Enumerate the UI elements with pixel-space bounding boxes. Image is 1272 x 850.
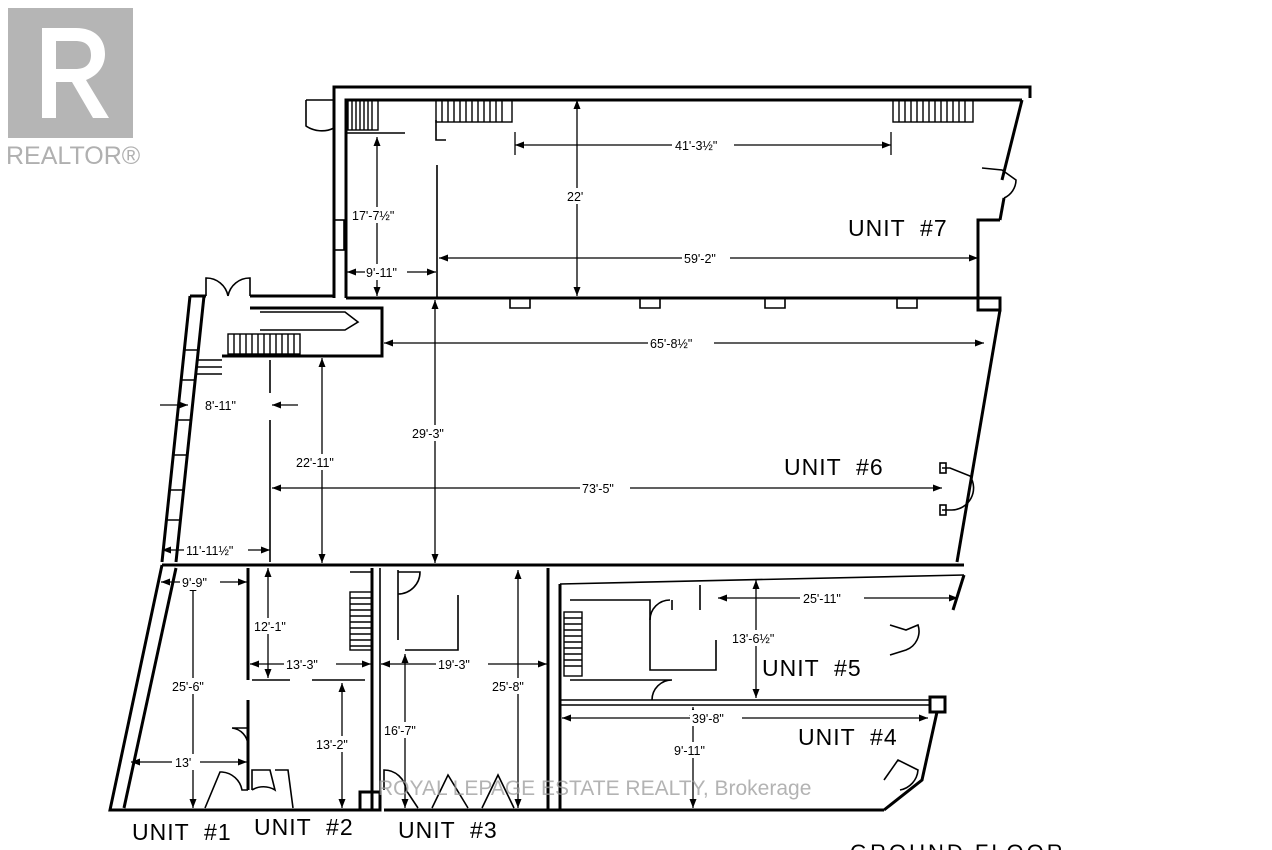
floor-title: GROUND FLOOR [850, 840, 1066, 850]
dim-label-d5: 59'-2" [684, 252, 716, 266]
stair-unit3 [349, 571, 373, 651]
door-unit5-right [889, 623, 920, 656]
dim-label-d22: 13'-6½" [732, 632, 774, 646]
dim-label-d9: 22'-11" [296, 456, 334, 470]
unit-label-5: UNIT #5 [762, 655, 862, 681]
dim-label-d8: 29'-3" [412, 427, 444, 441]
stair-unit7-mid [435, 99, 513, 123]
realtor-wordmark: REALTOR® [6, 142, 141, 170]
doors [204, 99, 1017, 809]
dim-label-d6: 65'-8½" [650, 337, 692, 351]
realtor-logo: REALTOR® [6, 8, 141, 170]
dim-label-d7: 8'-11" [205, 399, 236, 413]
unit-label-1: UNIT #1 [132, 819, 232, 845]
unit-label-2: UNIT #2 [254, 814, 354, 840]
unit-label-7: UNIT #7 [848, 215, 948, 241]
door-unit2 [251, 769, 294, 809]
door-unit5-office [649, 599, 673, 701]
dim-label-d3: 17'-7½" [352, 209, 394, 223]
door-unit3-top [397, 571, 421, 595]
dim-label-d20: 13' [175, 756, 191, 770]
stair-unit6 [196, 333, 301, 375]
unit-label-3: UNIT #3 [398, 817, 498, 843]
unit-label-6: UNIT #6 [784, 454, 884, 480]
door-unit3 [383, 769, 515, 809]
dim-label-d23: 39'-8" [692, 712, 724, 726]
door-unit7-left [305, 99, 335, 132]
door-unit7-right [981, 167, 1017, 199]
ramp-unit6 [260, 311, 360, 331]
door-unit4-corner [883, 758, 919, 791]
dim-label-d21: 25'-11" [803, 592, 841, 606]
unit-labels: UNIT #7 UNIT #6 UNIT #5 UNIT #4 UNIT #1 … [132, 215, 948, 845]
dimension-labels: 41'-3½" 22' 17'-7½" 9'-11" 59'-2" 65'-8½… [170, 137, 864, 770]
dim-label-d11: 11'-11½" [186, 544, 233, 558]
unit-label-4: UNIT #4 [798, 724, 898, 750]
dim-label-d12: 9'-9" [182, 576, 207, 590]
dim-label-d24: 9'-11" [674, 744, 705, 758]
stair-unit7-right [892, 99, 974, 123]
dim-label-d18: 13'-2" [316, 738, 348, 752]
brokerage-watermark: ROYAL LEPAGE ESTATE REALTY, Brokerage [378, 777, 811, 800]
dim-label-d17: 25'-8" [492, 680, 524, 694]
dim-label-d4: 9'-11" [366, 266, 397, 280]
door-unit6-right [939, 462, 975, 516]
dim-label-d10: 73'-5" [582, 482, 614, 496]
stair-unit5 [563, 611, 583, 677]
walls [108, 85, 1032, 812]
dim-label-d14: 13'-3" [286, 658, 318, 672]
door-unit6-top [205, 277, 251, 297]
stair-unit7-left [347, 99, 379, 131]
stairs [196, 99, 974, 677]
dim-label-d1: 41'-3½" [675, 139, 717, 153]
door-unit1 [204, 727, 249, 809]
dim-label-d13: 12'-1" [254, 620, 286, 634]
dim-label-d19: 16'-7" [384, 724, 416, 738]
dim-label-d15: 19'-3" [438, 658, 470, 672]
dim-label-d2: 22' [567, 190, 583, 204]
dim-label-d16: 25'-6" [172, 680, 204, 694]
